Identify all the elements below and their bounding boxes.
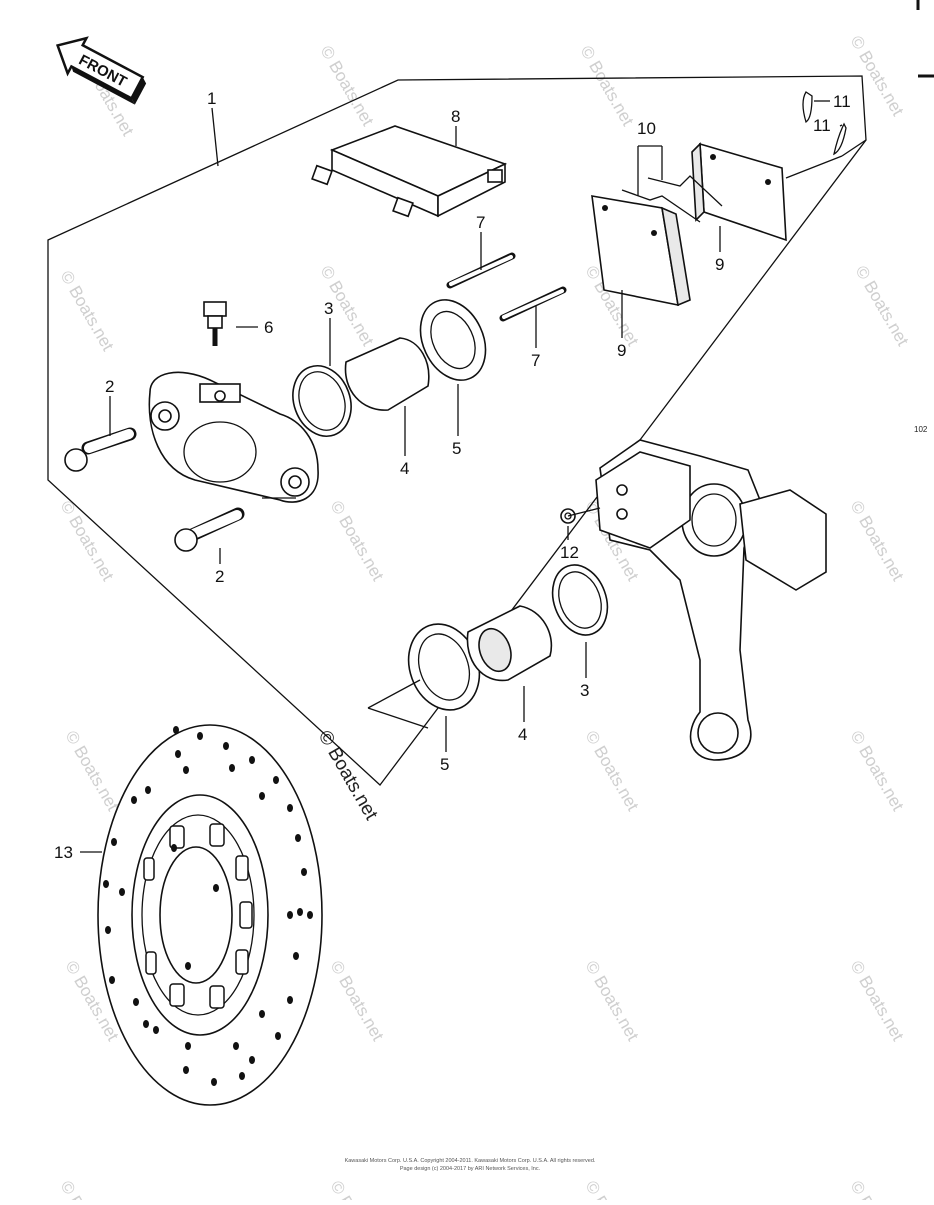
callout-7: 7 xyxy=(531,351,540,370)
callout-11: 11 xyxy=(833,92,851,111)
callout-labels: 1 2 2 3 3 4 4 5 5 6 7 7 8 9 9 10 11 11 1… xyxy=(54,89,928,862)
upper-piston-set xyxy=(292,299,487,437)
callout-3: 3 xyxy=(324,299,333,318)
part-8-plate xyxy=(311,125,508,218)
part-13-brake-disc xyxy=(97,724,323,1106)
callout-1: 1 xyxy=(207,89,216,108)
front-arrow: FRONT xyxy=(55,36,147,105)
watermark: © Boats.net xyxy=(582,728,643,815)
watermark: © Boats.net xyxy=(57,1178,118,1201)
callout-10: 10 xyxy=(637,119,656,138)
callout-7: 7 xyxy=(476,213,485,232)
watermark: © Boats.net xyxy=(327,498,388,585)
watermark: © Boats.net xyxy=(57,268,118,355)
watermark-dark: © Boats.net xyxy=(314,727,382,824)
callout-12: 12 xyxy=(560,543,579,562)
lower-piston-set xyxy=(407,564,609,711)
watermark: © Boats.net xyxy=(847,958,908,1045)
watermark: © Boats.net xyxy=(577,43,638,130)
callout-9: 9 xyxy=(617,341,626,360)
callout-8: 8 xyxy=(451,107,460,126)
part-11-clips xyxy=(802,91,847,156)
copyright-line: Kawasaki Motors Corp. U.S.A. Copyright 2… xyxy=(344,1158,596,1164)
callout-5: 5 xyxy=(440,755,449,774)
watermark: © Boats.net xyxy=(852,263,913,350)
callout-5: 5 xyxy=(452,439,461,458)
part-2-bolts xyxy=(64,427,245,552)
callout-13: 13 xyxy=(54,843,73,862)
part-10-springs xyxy=(621,175,723,223)
part-9-pads xyxy=(591,142,787,307)
watermark: © Boats.net xyxy=(582,1178,643,1201)
callout-4: 4 xyxy=(400,459,409,478)
callout-6: 6 xyxy=(264,318,273,337)
watermark: © Boats.net xyxy=(582,958,643,1045)
watermark: © Boats.net xyxy=(847,1178,908,1201)
page-number: 102 xyxy=(914,425,928,434)
part-7-pins xyxy=(446,252,567,322)
callout-3: 3 xyxy=(580,681,589,700)
part-6-bleeder xyxy=(203,301,227,346)
callout-2: 2 xyxy=(215,567,224,586)
watermark: © Boats.net xyxy=(62,728,123,815)
watermark: © Boats.net xyxy=(847,728,908,815)
watermark: © Boats.net xyxy=(327,1178,388,1201)
callout-2: 2 xyxy=(105,377,114,396)
watermark: © Boats.net xyxy=(847,498,908,585)
watermark: © Boats.net xyxy=(317,43,378,130)
caliper-bracket xyxy=(595,439,827,761)
watermark: © Boats.net xyxy=(327,958,388,1045)
page-design-line: Page design (c) 2004-2017 by ARI Network… xyxy=(399,1166,541,1172)
watermark: © Boats.net xyxy=(57,498,118,585)
callout-4: 4 xyxy=(518,725,527,744)
callout-11: 11 xyxy=(813,116,831,135)
caliper-half-left xyxy=(148,371,319,503)
callout-9: 9 xyxy=(715,255,724,274)
leader-lines xyxy=(80,100,867,853)
